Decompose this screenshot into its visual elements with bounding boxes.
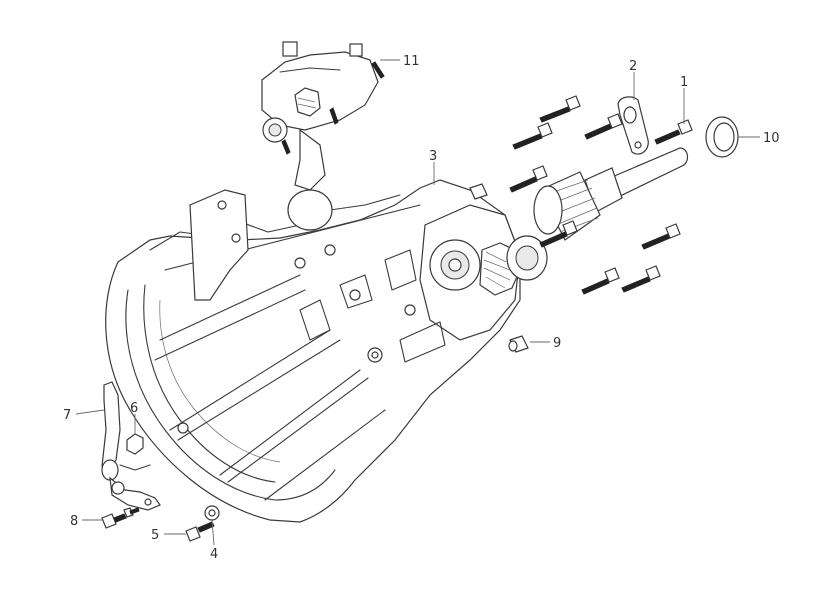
callout-labels: 1 2 3 4 5 6 7 8 9 10 11	[63, 54, 780, 562]
shift-mechanism	[261, 41, 385, 231]
washer	[204, 505, 220, 521]
callout-3: 3	[429, 149, 437, 164]
release-fork	[101, 381, 161, 511]
callout-4: 4	[210, 547, 218, 562]
callout-7: 7	[63, 408, 71, 423]
bolt-5	[185, 521, 215, 542]
callout-2: 2	[629, 59, 637, 74]
gasket-plate	[617, 96, 649, 155]
bolts	[469, 95, 693, 295]
leader-7	[75, 409, 105, 415]
dowel-pin	[508, 335, 529, 353]
callout-10: 10	[763, 131, 780, 146]
bolt-top-1	[539, 95, 581, 123]
bolt-top-2	[512, 122, 553, 150]
bolt-mid-2	[539, 220, 578, 248]
callout-8: 8	[70, 514, 78, 529]
callout-6: 6	[130, 401, 138, 416]
input-shaft	[533, 147, 689, 241]
callout-11: 11	[403, 54, 420, 69]
bolt-1	[654, 119, 693, 145]
callout-5: 5	[151, 528, 159, 543]
bolt-mid-1	[509, 165, 548, 193]
callout-9: 9	[553, 336, 561, 351]
nut	[126, 433, 144, 455]
transmission-housing	[105, 179, 548, 523]
output-gear	[479, 235, 548, 296]
bolt-right-2	[581, 267, 620, 295]
callout-leaders	[75, 59, 760, 546]
fork-bolts	[101, 507, 140, 529]
seal-ring	[705, 116, 739, 158]
callout-1: 1	[680, 75, 688, 90]
bolt-right-3	[621, 265, 661, 293]
bolt-right-1	[641, 223, 681, 250]
bolt-top-3	[584, 113, 623, 140]
leader-4	[211, 519, 215, 546]
